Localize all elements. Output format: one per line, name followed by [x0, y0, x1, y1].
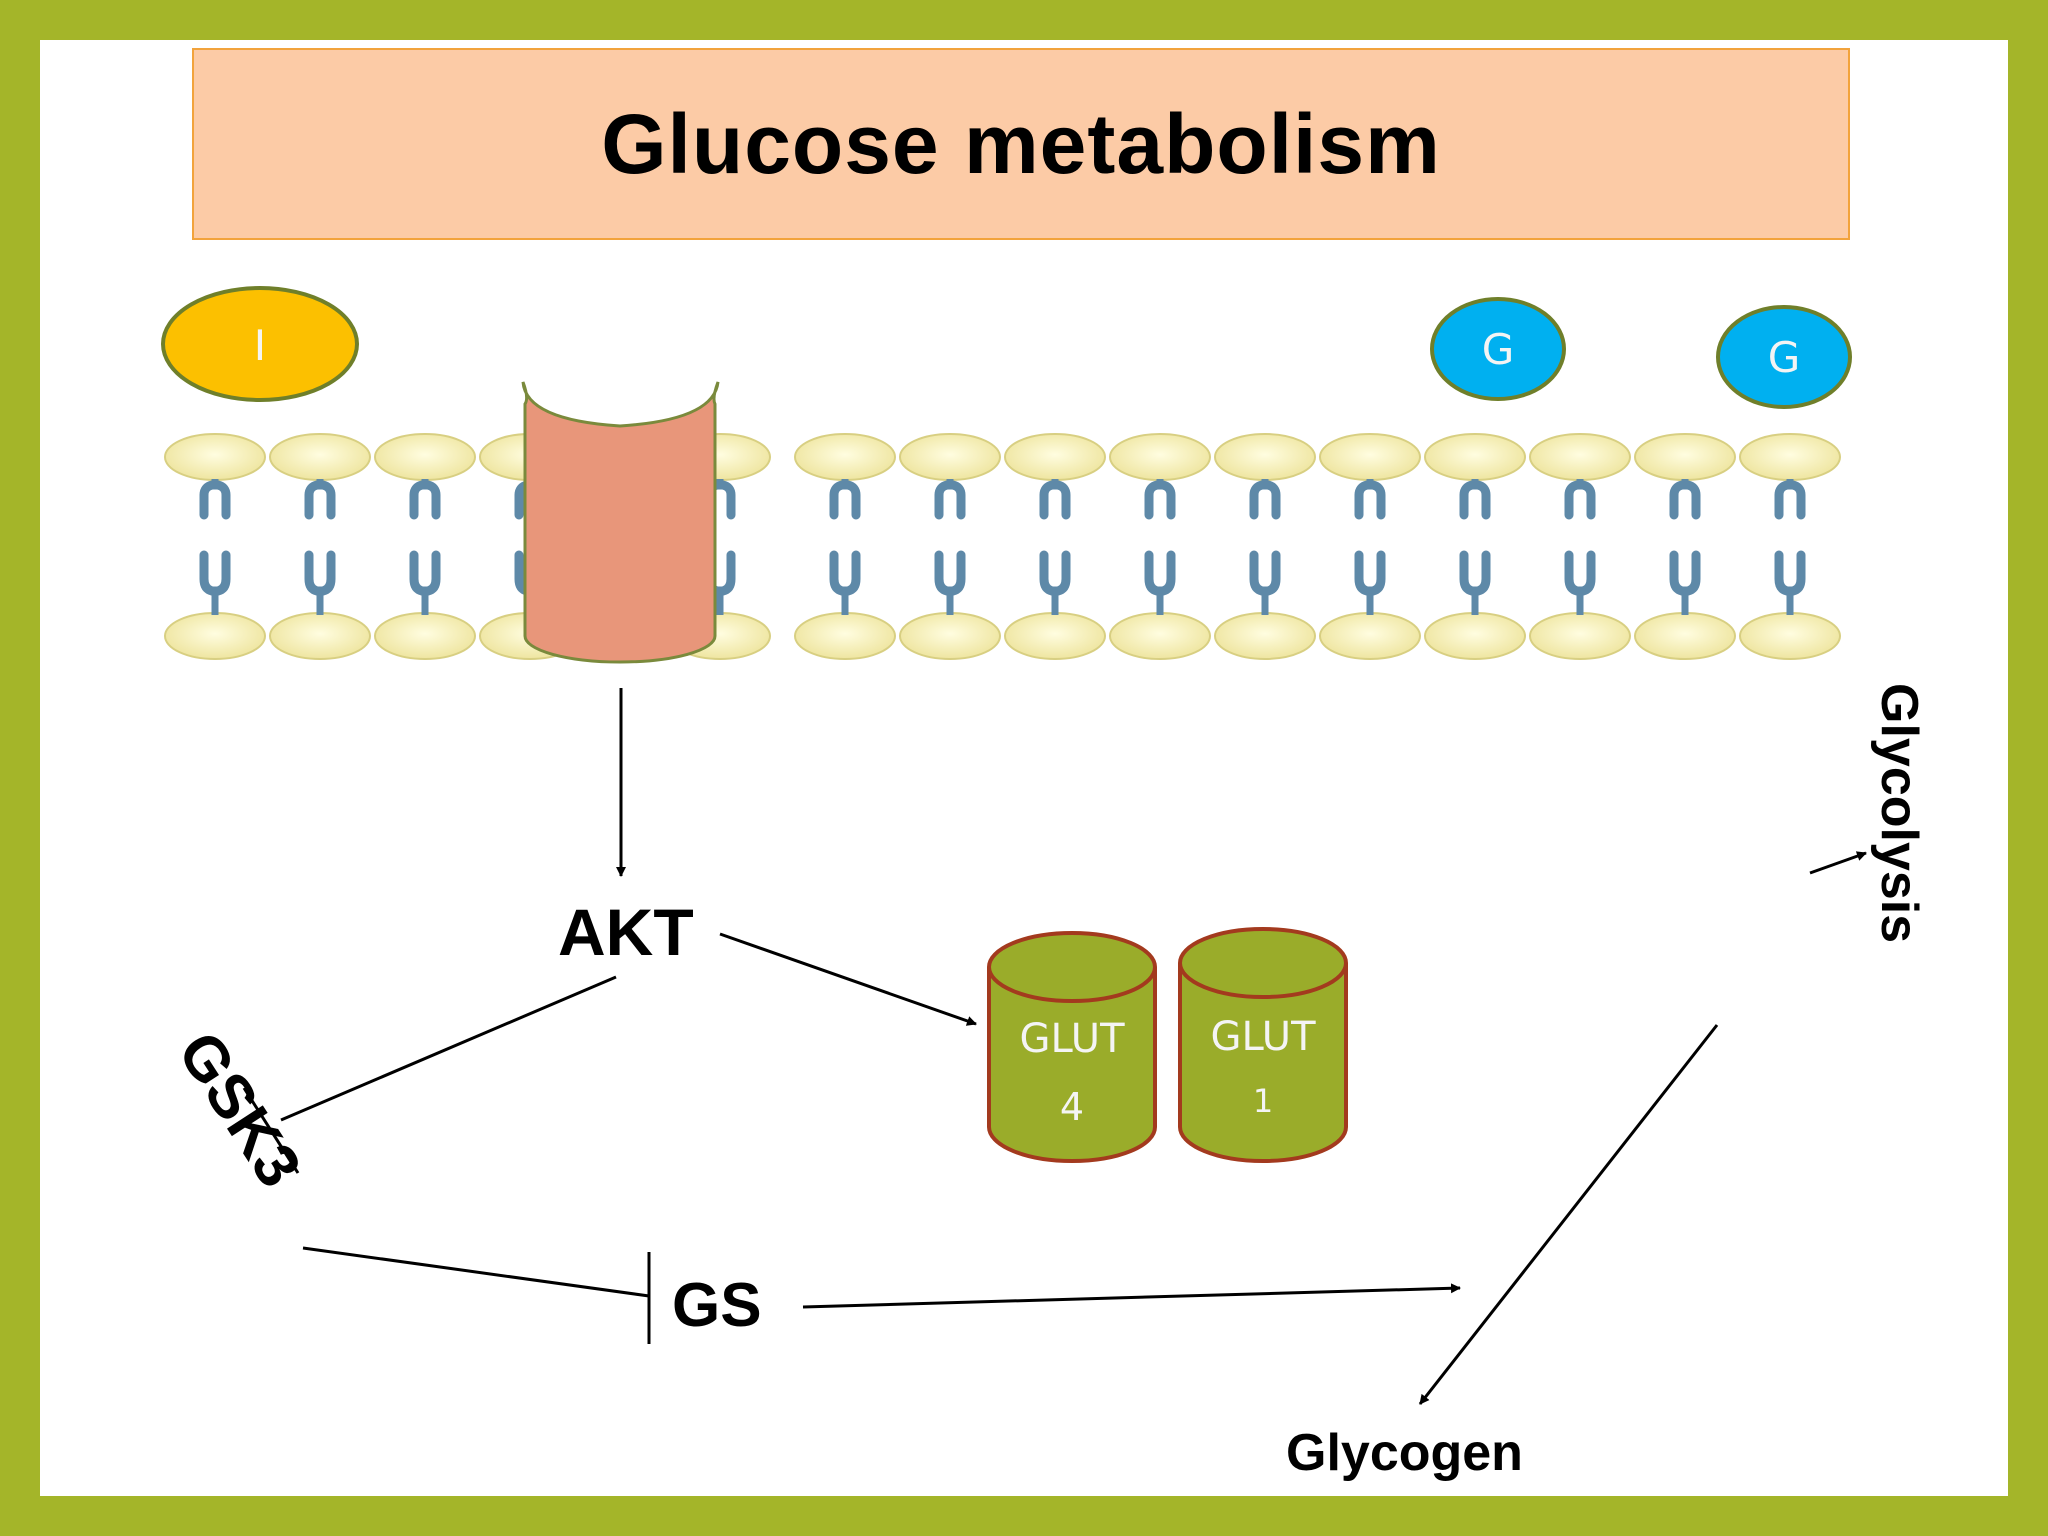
glut4-transporter: GLUT 4 — [987, 931, 1157, 1163]
glut1-transporter: GLUT 1 — [1178, 927, 1348, 1163]
gsk3-inhibition-bar — [242, 1087, 300, 1174]
glut4-label-line2: 4 — [1060, 1085, 1084, 1129]
gs-to-glycogen-arrow — [802, 1283, 1461, 1309]
glucose-molecule-1: G — [1430, 297, 1566, 401]
insulin-molecule: I — [161, 286, 359, 402]
title-banner: Glucose metabolism — [192, 48, 1850, 240]
insulin-receptor-icon — [521, 381, 720, 664]
akt-label: AKT — [558, 895, 694, 969]
page-title: Glucose metabolism — [601, 96, 1441, 191]
insulin-label: I — [254, 321, 266, 370]
glut1-label-line1: GLUT — [1211, 1014, 1317, 1060]
glucose-label-1: G — [1482, 325, 1515, 374]
gsk3-label: GSK3 — [164, 1020, 314, 1199]
glycogen-label: Glycogen — [1286, 1424, 1523, 1482]
gs-label: GS — [672, 1271, 762, 1340]
gsk3-to-gs-line — [302, 1246, 650, 1298]
glucose-molecule-2: G — [1716, 305, 1852, 409]
glucose-label-2: G — [1768, 333, 1801, 382]
glycolysis-to-glycogen-arrow — [1418, 1024, 1719, 1405]
akt-to-glut-arrow — [719, 932, 977, 1026]
slide — [40, 40, 2008, 1496]
to-glycolysis-arrow — [1809, 851, 1867, 875]
glycolysis-label: Glycolysis — [1870, 683, 1928, 943]
akt-to-gsk3-line — [280, 975, 617, 1122]
lipid-bilayer-icon — [165, 434, 1840, 659]
glut4-label-line1: GLUT — [1020, 1016, 1126, 1062]
glut-transporter-icon: GLUT 4 GLUT 1 — [987, 927, 1348, 1163]
pathway-arrows — [242, 688, 1867, 1405]
glut1-label-line2: 1 — [1253, 1082, 1273, 1120]
